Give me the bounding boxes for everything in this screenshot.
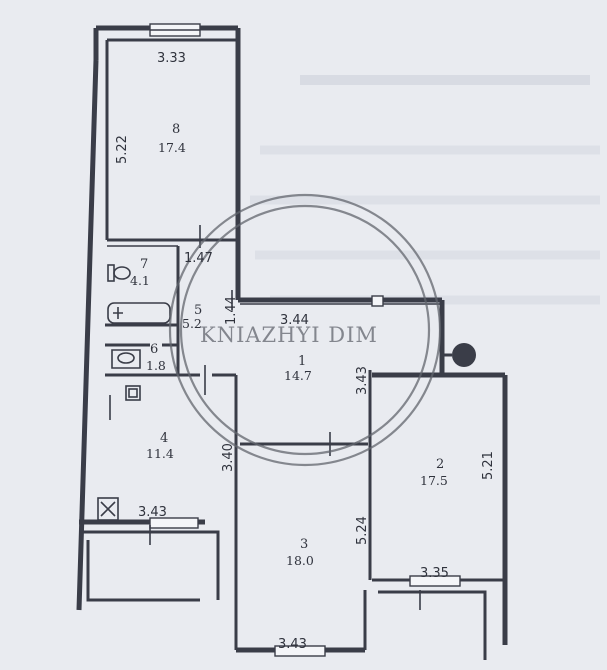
toilet-icon xyxy=(107,264,131,282)
room-number-5: 5 xyxy=(194,303,202,318)
dim-hall-width: 3.44 xyxy=(280,313,309,328)
kitchen-sink-icon xyxy=(125,385,141,401)
dim-bath-width: 1.47 xyxy=(184,251,213,266)
room-area-8: 17.4 xyxy=(158,140,186,155)
watermark-text: KNIAZHYI DIM xyxy=(200,323,378,347)
room-labels: 8 17.4 7 4.1 5 5.2 6 1.8 1 14.7 4 11.4 3… xyxy=(130,122,448,568)
fixtures xyxy=(97,264,476,521)
room-number-8: 8 xyxy=(172,122,180,137)
windows xyxy=(149,23,461,657)
dim-room2-length: 5.21 xyxy=(481,451,496,480)
dim-room8-length: 5.22 xyxy=(115,135,130,164)
room-number-7: 7 xyxy=(140,257,148,272)
room-area-2: 17.5 xyxy=(420,473,448,488)
dim-wc-height: 1.44 xyxy=(224,296,239,325)
watermark-stamp: KNIAZHYI DIM xyxy=(168,193,442,467)
room-number-6: 6 xyxy=(150,342,158,357)
room-number-3: 3 xyxy=(300,537,308,552)
window-room2 xyxy=(409,575,461,587)
stove-icon xyxy=(97,497,119,521)
room-area-5: 5.2 xyxy=(182,316,202,331)
room-area-1: 14.7 xyxy=(284,368,312,383)
door-balcony xyxy=(371,295,384,307)
room-area-4: 11.4 xyxy=(146,446,174,461)
room-number-4: 4 xyxy=(160,431,168,446)
dim-room8-width: 3.33 xyxy=(157,51,186,66)
sink-icon xyxy=(111,349,141,369)
dim-room2-width: 3.35 xyxy=(420,566,449,581)
dim-kitchen-height: 3.40 xyxy=(221,443,236,472)
door-marks xyxy=(109,225,421,610)
walls xyxy=(76,25,508,660)
window-room3 xyxy=(274,645,326,657)
room-number-1: 1 xyxy=(298,354,306,369)
room-area-3: 18.0 xyxy=(286,553,314,568)
dim-room3-length: 5.24 xyxy=(355,516,370,545)
room-number-2: 2 xyxy=(436,457,444,472)
dim-hall-height: 3.43 xyxy=(355,366,370,395)
dimension-labels: 3.33 5.22 1.47 1.44 3.44 3.43 3.40 3.43 … xyxy=(115,51,496,652)
dim-kitchen-width: 3.43 xyxy=(138,505,167,520)
boiler-icon xyxy=(444,343,476,367)
room-area-6: 1.8 xyxy=(146,358,166,373)
room-area-7: 4.1 xyxy=(130,273,150,288)
window-kitchen xyxy=(149,517,199,529)
dim-room3-width: 3.43 xyxy=(278,637,307,652)
